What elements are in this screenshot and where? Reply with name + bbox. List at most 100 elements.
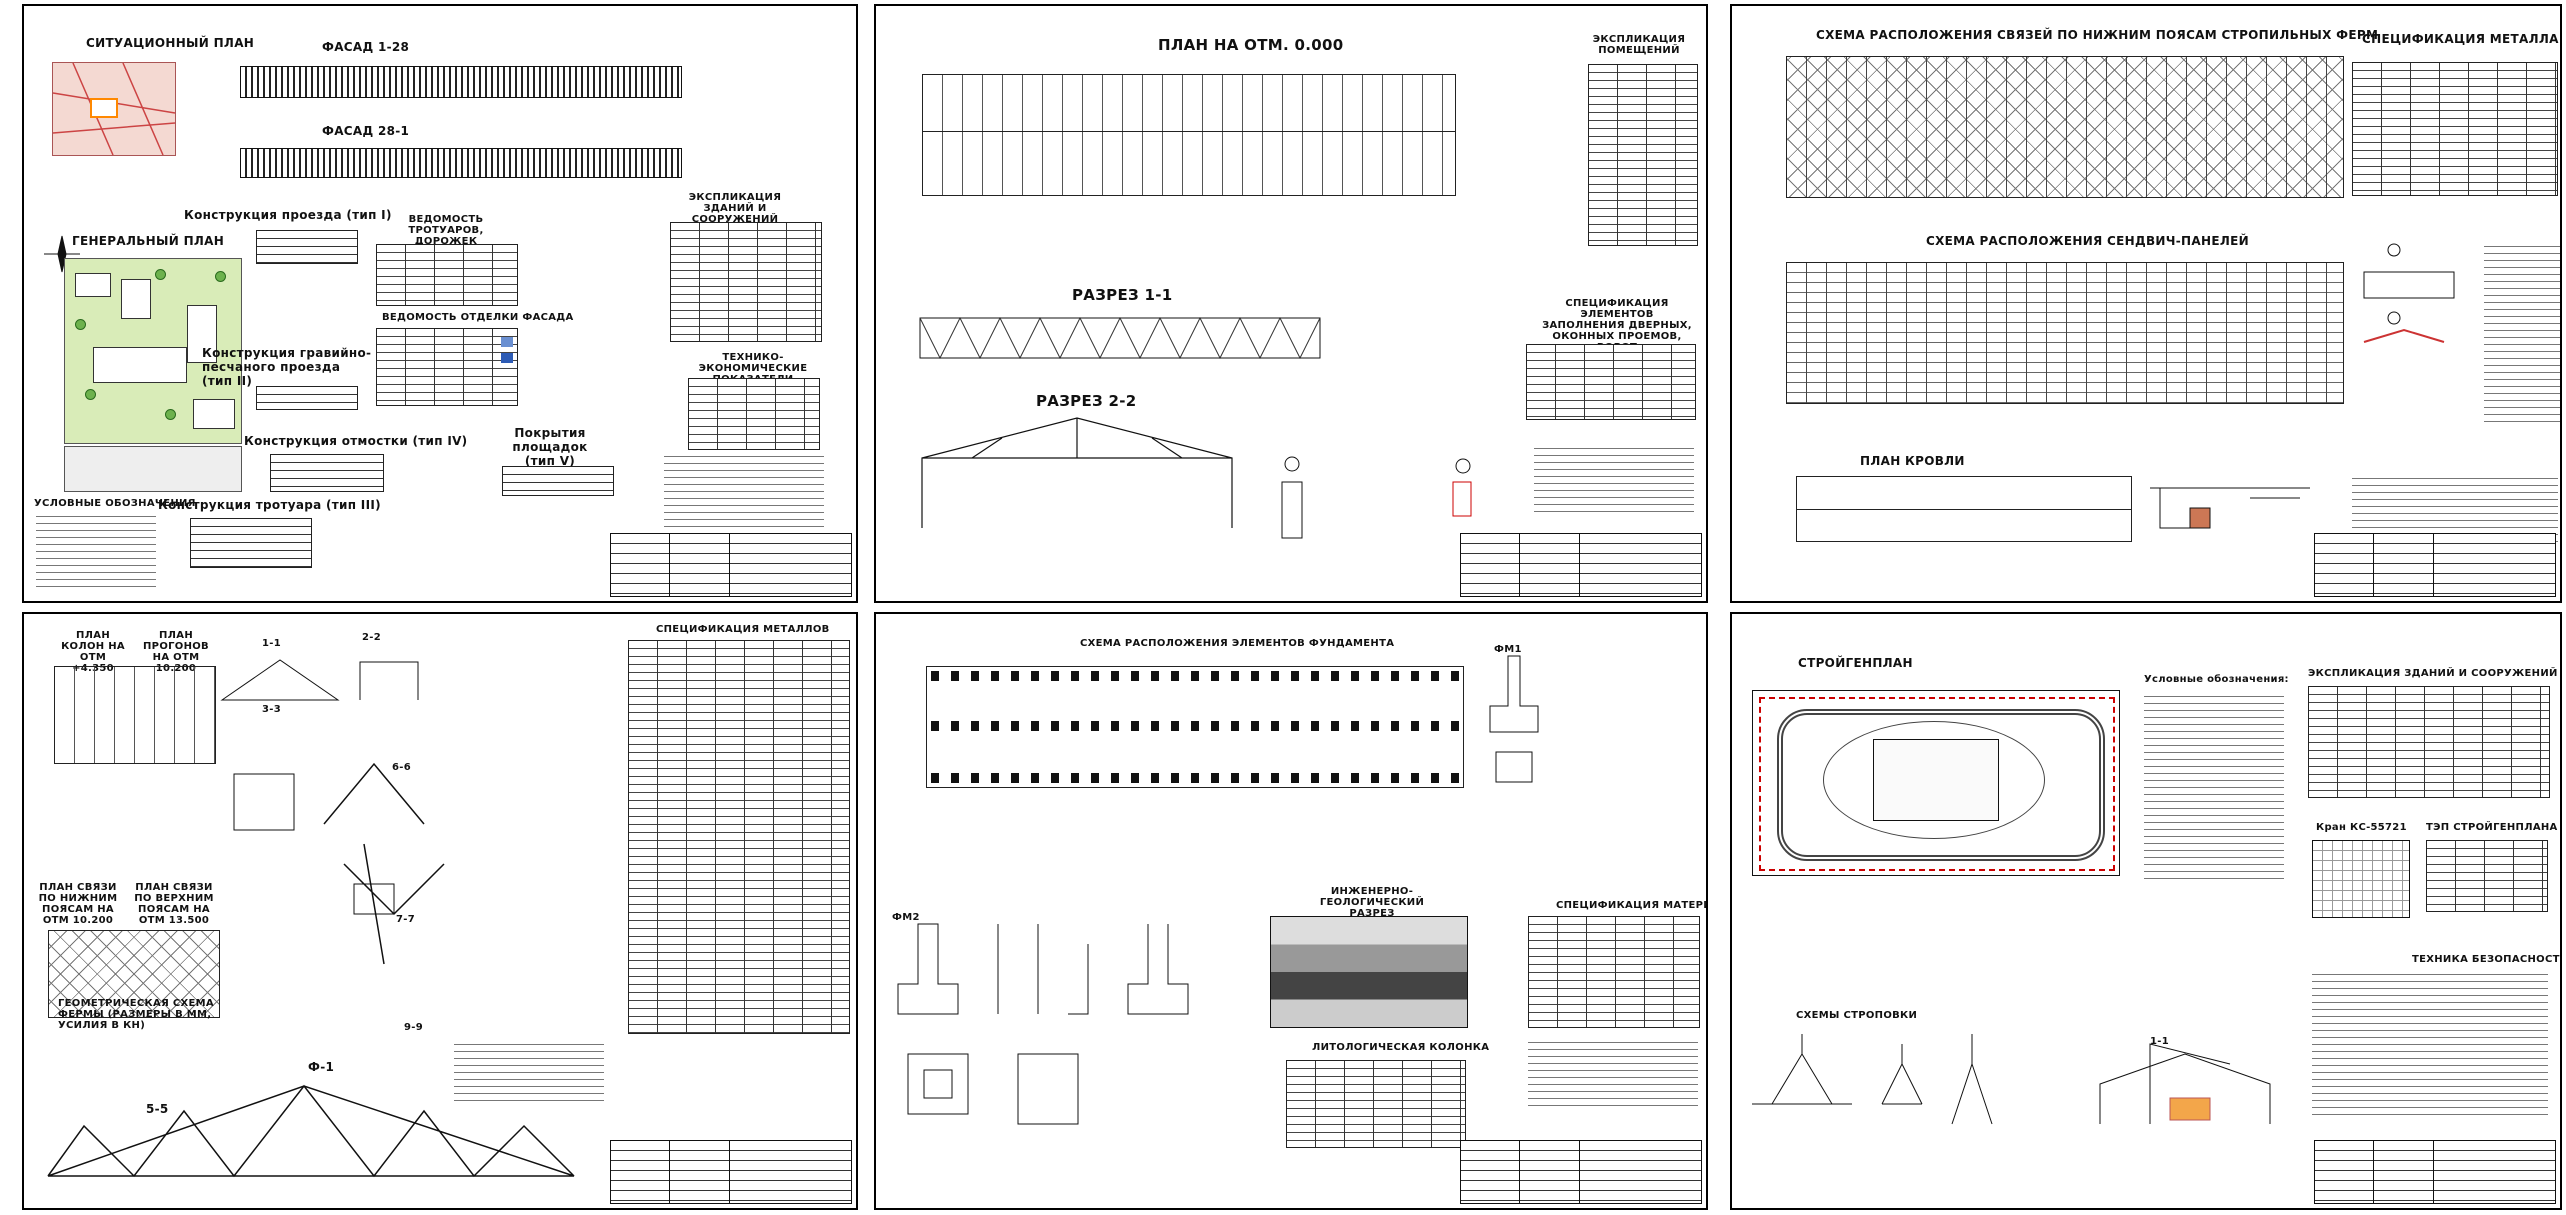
legend-list — [36, 512, 156, 588]
gravel-layers-table — [256, 386, 358, 410]
detail-node-drawing — [1281, 456, 1303, 539]
sidewalk-statement-table — [376, 244, 518, 306]
section-2-2-title: РАЗРЕЗ 2-2 — [1036, 392, 1137, 410]
sandwich-scheme-drawing — [1786, 262, 2344, 404]
situation-map-roads — [52, 62, 176, 156]
fm1-section-drawing — [1489, 655, 1539, 783]
litho-column-table — [1286, 1060, 1466, 1148]
title-block — [2314, 533, 2556, 597]
facade-1-28-title: ФАСАД 1-28 — [322, 40, 410, 54]
notes-text — [1528, 1038, 1698, 1108]
pads-layers-table — [502, 466, 614, 496]
parking-area — [64, 446, 242, 492]
sheet-general-plan: СИТУАЦИОННЫЙ ПЛАН ГЕНЕРАЛЬНЫЙ ПЛАН УСЛОВ… — [22, 4, 858, 603]
metal-spec-title: СПЕЦИФИКАЦИЯ МЕТАЛЛА — [2362, 32, 2559, 46]
materials-spec-table — [1528, 916, 1700, 1028]
notes-text — [664, 452, 824, 536]
general-plan-title: ГЕНЕРАЛЬНЫЙ ПЛАН — [72, 234, 225, 248]
truss-nodes-drawing — [233, 762, 445, 965]
floor-plan-drawing — [922, 74, 1456, 196]
columns-plan-drawing — [54, 666, 216, 764]
lower-ties-title: ПЛАН СВЯЗИ ПО НИЖНИМ ПОЯСАМ НА ОТМ 10.20… — [38, 882, 118, 926]
crane-section-drawing — [2099, 1043, 2271, 1124]
sheet-roof-structures: СХЕМА РАСПОЛОЖЕНИЯ СВЯЗЕЙ ПО НИЖНИМ ПОЯС… — [1730, 4, 2562, 603]
legend-list — [2144, 692, 2284, 882]
fm1-label: ФМ1 — [1494, 644, 1522, 655]
notes-text — [454, 1040, 604, 1102]
facade-28-1-title: ФАСАД 28-1 — [322, 124, 410, 138]
pads-coating-title: Покрытия площадок (тип V) — [512, 426, 588, 468]
general-plan-site — [64, 258, 242, 444]
doors-spec-table — [1526, 344, 1696, 420]
truss-scheme-title: ГЕОМЕТРИЧЕСКАЯ СХЕМА ФЕРМЫ (РАЗМЕРЫ В ММ… — [58, 998, 214, 1031]
situation-plan-map — [52, 62, 176, 156]
roof-plan-title: ПЛАН КРОВЛИ — [1860, 454, 1965, 468]
upper-ties-title: ПЛАН СВЯЗИ ПО ВЕРХНИМ ПОЯСАМ НА ОТМ 13.5… — [134, 882, 214, 926]
section-9-9-label: 9-9 — [404, 1022, 423, 1033]
crane-reach-zone — [1823, 721, 2045, 839]
section-2-2-label: 2-2 — [362, 632, 381, 643]
slinging-title: СХЕМЫ СТРОПОВКИ — [1796, 1010, 1918, 1021]
foundation-row-middle — [931, 721, 1459, 731]
section-1-1-label: 1-1 — [262, 638, 281, 649]
tree-icon — [75, 319, 86, 330]
foundation-sections-drawing — [897, 923, 1189, 1125]
roof-detail-drawing — [2150, 487, 2310, 529]
materials-spec-title: СПЕЦИФИКАЦИЯ МАТЕРИАЛОВ — [1556, 900, 1706, 911]
ties-scheme-title: СХЕМА РАСПОЛОЖЕНИЯ СВЯЗЕЙ ПО НИЖНИМ ПОЯС… — [1816, 28, 2379, 42]
foundation-row-bottom — [931, 773, 1459, 783]
blind-area-layers — [270, 454, 384, 492]
rooms-explication-title: ЭКСПЛИКАЦИЯ ПОМЕЩЕНИЙ — [1592, 34, 1686, 56]
building-2 — [75, 273, 111, 297]
title-block — [1460, 1140, 1702, 1204]
metals-spec-title: СПЕЦИФИКАЦИЯ МЕТАЛЛОВ — [656, 624, 830, 635]
legend-title: Условные обозначения: — [2144, 674, 2289, 685]
metal-spec-table — [2352, 62, 2558, 196]
stroygenplan-title: СТРОЙГЕНПЛАН — [1798, 656, 1913, 670]
drive-layers-table — [256, 230, 358, 264]
truss-f1-drawing — [47, 1084, 575, 1178]
ties-scheme-drawing — [1786, 56, 2344, 198]
ties-plan-drawing — [48, 930, 220, 1018]
layers-text — [2484, 242, 2560, 422]
facade-28-1-drawing — [240, 148, 682, 178]
buildings-explication-title: ЭКСПЛИКАЦИЯ ЗДАНИЙ И СООРУЖЕНИЙ — [2308, 668, 2558, 679]
facade-finish-title: ВЕДОМОСТЬ ОТДЕЛКИ ФАСАДА — [382, 312, 574, 323]
sheet-foundations: СХЕМА РАСПОЛОЖЕНИЯ ЭЛЕМЕНТОВ ФУНДАМЕНТА … — [874, 612, 1708, 1210]
main-building — [93, 347, 187, 383]
roof-plan-drawing — [1796, 476, 2132, 542]
crane-chart — [2312, 840, 2410, 918]
section-3-3-label: 3-3 — [262, 704, 281, 715]
tree-icon — [215, 271, 226, 282]
foundation-scheme-title: СХЕМА РАСПОЛОЖЕНИЯ ЭЛЕМЕНТОВ ФУНДАМЕНТА — [1080, 638, 1395, 649]
corridor-line — [923, 131, 1455, 132]
gravel-drive-title: Конструкция гравийно-песчаного проезда (… — [202, 346, 372, 388]
color-swatch-dark-blue — [501, 353, 513, 363]
safety-text — [2312, 970, 2548, 1120]
litho-column-title: ЛИТОЛОГИЧЕСКАЯ КОЛОНКА — [1312, 1042, 1490, 1053]
stroygenplan-drawing — [1752, 690, 2120, 876]
tree-icon — [85, 389, 96, 400]
section-5-5-label: 5-5 — [146, 1102, 169, 1116]
tep-table — [2426, 840, 2548, 912]
foundation-row-top — [931, 671, 1459, 681]
tree-icon — [165, 409, 176, 420]
section-1-1-drawing — [919, 316, 1321, 360]
sheet-metal-structures: ПЛАН КОЛОН НА ОТМ +4.350 ПЛАН ПРОГОНОВ Н… — [22, 612, 858, 1210]
truss-elevation-drawing — [220, 659, 419, 701]
notes-text — [1534, 444, 1694, 514]
fm2-label: ФМ2 — [892, 912, 920, 923]
facade-finish-table — [376, 328, 518, 406]
geo-section-drawing — [1270, 916, 1468, 1028]
tree-icon — [155, 269, 166, 280]
sandwich-scheme-title: СХЕМА РАСПОЛОЖЕНИЯ СЕНДВИЧ-ПАНЕЛЕЙ — [1926, 234, 2249, 248]
tech-econ-table — [688, 378, 820, 450]
building-5 — [193, 399, 235, 429]
wall-detail-drawing — [2363, 243, 2455, 343]
safety-title: ТЕХНИКА БЕЗОПАСНОСТИ — [2412, 954, 2562, 965]
foundation-scheme-drawing — [926, 666, 1464, 788]
crane-title: Кран КС-55721 — [2316, 822, 2407, 833]
color-swatch-blue — [501, 337, 513, 347]
site-fence — [1759, 697, 2115, 871]
geo-section-title: ИНЖЕНЕРНО-ГЕОЛОГИЧЕСКИЙ РАЗРЕЗ — [1319, 886, 1425, 919]
